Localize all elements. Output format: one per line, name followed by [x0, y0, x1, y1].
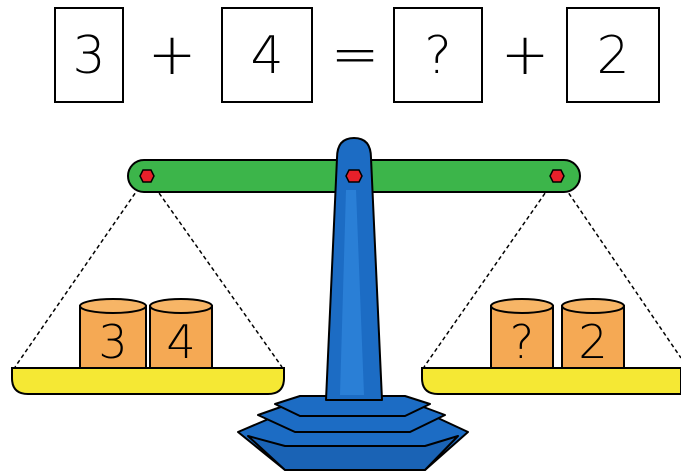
- right-string-outer: [556, 175, 681, 359]
- base-bottom-face: [247, 435, 459, 471]
- pivot-pin-left: [139, 169, 155, 183]
- right-cylinder-2-label: 2: [578, 315, 607, 369]
- scale-base: [237, 395, 469, 471]
- equation-left-a: 3: [72, 26, 105, 86]
- pivot-pin-center: [345, 169, 363, 183]
- stand-highlight: [340, 190, 364, 395]
- left-pan-tray: [11, 367, 285, 395]
- left-pan: 3 4: [11, 298, 285, 395]
- equation-box-left-b: [221, 7, 313, 103]
- left-cylinder-1: 3: [79, 298, 147, 369]
- pan-strings: [14, 175, 681, 368]
- equation-box-right-b: [566, 7, 660, 103]
- left-cylinder-2-label: 4: [166, 315, 195, 369]
- right-cylinder-1-label: ?: [510, 315, 534, 369]
- left-string-outer: [14, 175, 148, 368]
- left-cylinder-2: 4: [149, 298, 213, 369]
- right-cylinder-2: 2: [561, 298, 625, 369]
- equation-plus-2: +: [501, 20, 550, 88]
- equation: 3 + 4 = ? + 2: [54, 7, 660, 103]
- base-top-tier: [274, 395, 431, 417]
- equation-right-a: ?: [424, 26, 452, 86]
- equation-plus-1: +: [148, 20, 197, 88]
- pivot-pin-right: [549, 169, 565, 183]
- equation-left-b: 4: [250, 26, 283, 86]
- right-pan: ? 2: [421, 298, 681, 395]
- left-cylinder-1-label: 3: [98, 315, 127, 369]
- right-cylinder-1: ?: [490, 298, 554, 369]
- right-pan-tray: [421, 367, 681, 395]
- equation-box-left-a: [54, 7, 124, 103]
- equation-box-right-a: [393, 7, 483, 103]
- right-string-inner: [423, 175, 558, 368]
- left-string-inner: [146, 175, 283, 368]
- equation-equals: =: [331, 20, 380, 88]
- equation-right-b: 2: [596, 26, 629, 86]
